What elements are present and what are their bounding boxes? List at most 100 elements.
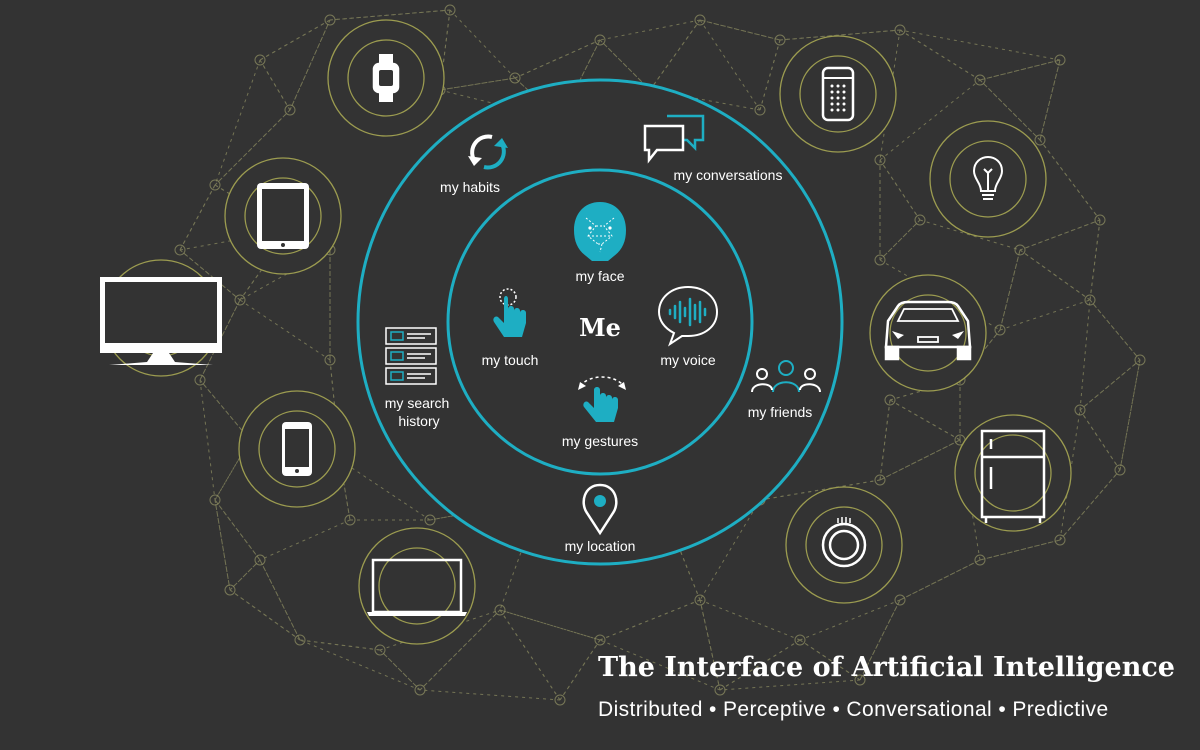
inner-item-gestures-label: my gestures	[562, 433, 638, 449]
mesh-link	[879, 219, 921, 261]
mesh-node	[1074, 404, 1086, 416]
footer-title: The Interface of Artificial Intelligence	[598, 652, 1175, 683]
mesh-link	[214, 499, 231, 591]
mesh-link	[379, 649, 421, 691]
mesh-node	[594, 34, 606, 46]
mesh-link	[599, 19, 701, 41]
outer-item-friends-label: my friends	[748, 404, 813, 420]
mesh-link	[1119, 359, 1141, 471]
mesh-link	[229, 559, 261, 591]
device-halo-inner	[949, 140, 1027, 218]
inner-item-touch-label: my touch	[482, 352, 539, 368]
mesh-link	[999, 299, 1091, 331]
mesh-link	[214, 439, 251, 501]
mesh-link	[779, 29, 901, 41]
mesh-link	[599, 599, 701, 641]
mesh-node	[854, 674, 866, 686]
mesh-node	[714, 684, 726, 696]
mesh-node	[874, 154, 886, 166]
mesh-node	[774, 34, 786, 46]
mesh-link	[199, 379, 251, 441]
mesh-link	[1079, 359, 1141, 411]
mesh-node	[294, 634, 306, 646]
mesh-node	[894, 594, 906, 606]
mesh-link	[1089, 299, 1141, 361]
mesh-link	[889, 399, 961, 441]
device-halo-inner	[889, 294, 967, 372]
inner-item-voice: my voice	[657, 285, 719, 368]
laptop-icon	[367, 558, 467, 616]
mesh-link	[699, 599, 721, 691]
mesh-link	[799, 599, 901, 641]
mesh-node	[254, 554, 266, 566]
speaker-dot	[836, 102, 840, 106]
mesh-node	[494, 604, 506, 616]
search-history-icon	[385, 327, 437, 385]
mesh-node	[1134, 354, 1146, 366]
mesh-link	[1089, 219, 1101, 301]
mesh-link	[559, 639, 601, 701]
mesh-link	[1019, 249, 1091, 301]
mesh-link	[699, 499, 761, 601]
search-label-line1: my search	[385, 395, 450, 411]
mesh-link	[214, 59, 261, 186]
mesh-node	[194, 374, 206, 386]
mesh-link	[499, 499, 541, 611]
outer-item-conversations-label: my conversations	[674, 167, 783, 183]
speaker-dot	[842, 96, 846, 100]
mesh-node	[974, 74, 986, 86]
friends-group-icon	[751, 360, 821, 393]
mesh-node	[414, 684, 426, 696]
mesh-link	[1079, 299, 1091, 411]
speaker-dot	[842, 90, 846, 94]
mesh-node	[914, 214, 926, 226]
mesh-link	[439, 77, 516, 91]
mesh-node	[1084, 294, 1096, 306]
mesh-node	[209, 494, 221, 506]
outer-item-conversations: my conversations	[643, 114, 783, 183]
speaker-dot	[842, 108, 846, 112]
mesh-link	[259, 59, 291, 111]
mesh-link	[779, 29, 901, 41]
inner-ring	[446, 168, 754, 476]
mesh-node	[974, 554, 986, 566]
mesh-link	[289, 19, 331, 111]
mesh-node	[424, 514, 436, 526]
mesh-link	[879, 399, 891, 481]
mesh-link	[599, 39, 651, 91]
device-halo-inner	[805, 506, 883, 584]
smartphone-icon	[282, 422, 312, 476]
thermostat-icon	[821, 517, 867, 568]
device-halo-inner	[378, 547, 456, 625]
mesh-link	[429, 499, 541, 521]
mesh-link	[419, 689, 561, 701]
mesh-link	[879, 439, 961, 481]
device-halo-inner	[799, 55, 877, 133]
mesh-link	[239, 299, 331, 361]
mesh-node	[1114, 464, 1126, 476]
mesh-link	[899, 29, 981, 81]
mesh-link	[799, 639, 861, 681]
mesh-link	[239, 249, 331, 301]
inner-item-face: my face	[574, 202, 626, 284]
mesh-link	[1039, 139, 1101, 221]
mesh-node	[694, 594, 706, 606]
search-label-line2: history	[398, 413, 439, 429]
smart-speaker-icon	[821, 66, 855, 122]
center-me-label: Me	[579, 313, 621, 342]
speaker-dot	[836, 84, 840, 88]
mesh-node	[1094, 214, 1106, 226]
device-halo-inner	[244, 177, 322, 255]
mesh-link	[329, 9, 451, 21]
speaker-grille	[830, 84, 846, 112]
mesh-link	[1089, 299, 1141, 361]
mesh-node	[224, 584, 236, 596]
mesh-node	[209, 179, 221, 191]
mesh-node	[284, 104, 296, 116]
mesh-link	[899, 29, 1061, 61]
inner-item-face-label: my face	[575, 268, 624, 284]
mesh-node	[794, 634, 806, 646]
voice-bubble-icon	[657, 285, 719, 347]
mesh-link	[1119, 359, 1141, 471]
